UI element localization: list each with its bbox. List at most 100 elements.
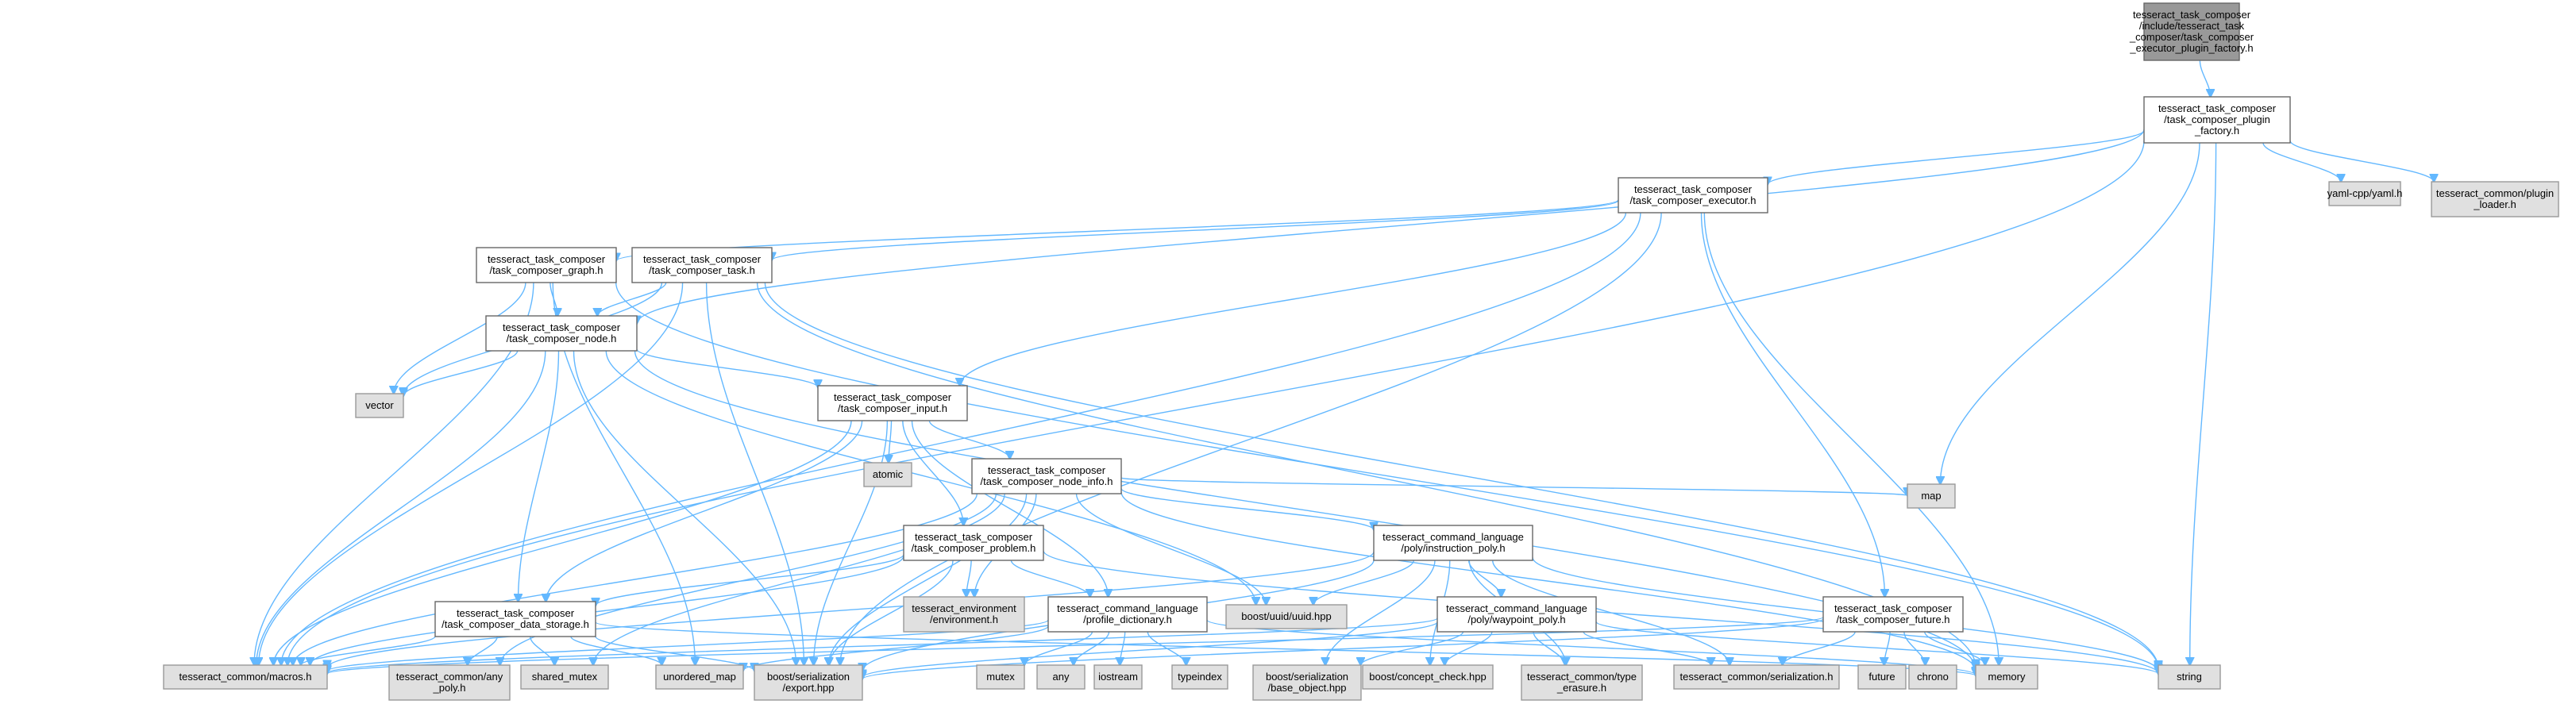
edge-task_h-to-macros	[259, 282, 684, 665]
node-waypoint_poly[interactable]: tesseract_command_language/poly/waypoint…	[1436, 596, 1597, 633]
edge-problem_h-to-data_storage	[596, 553, 904, 606]
node-box-serialization	[1673, 664, 1840, 690]
node-map: map	[1907, 483, 1956, 509]
node-task_h[interactable]: tesseract_task_composer/task_composer_ta…	[631, 247, 773, 283]
edge-plugin_factory-to-string	[2190, 142, 2217, 665]
edge-executor-to-memory	[1703, 212, 1999, 665]
edge-input_h-to-node_info	[928, 420, 1009, 459]
dependency-edges	[254, 60, 2434, 679]
edge-node_h-to-input_h	[636, 348, 818, 387]
edge-plugin_factory-to-yaml	[2262, 142, 2341, 182]
node-label-base_object-line-0: boost/serialization	[1266, 671, 1348, 683]
edge-data_storage-to-macros	[301, 636, 436, 665]
node-memory: memory	[1975, 664, 2038, 690]
node-box-any	[1036, 664, 1086, 690]
node-typeindex: typeindex	[1171, 664, 1228, 690]
node-problem_h[interactable]: tesseract_task_composer/task_composer_pr…	[903, 525, 1044, 561]
node-box-profile_dict	[1047, 596, 1208, 633]
node-box-plugin_loader	[2431, 181, 2559, 217]
node-label-plugin_loader-line-1: _loader.h	[2473, 198, 2516, 210]
edge-root-to-plugin_factory	[2199, 60, 2210, 97]
node-vector: vector	[355, 393, 404, 418]
node-executor[interactable]: tesseract_task_composer/task_composer_ex…	[1618, 177, 1768, 214]
node-box-chrono	[1908, 664, 1957, 690]
node-yaml: yaml-cpp/yaml.h	[2327, 181, 2403, 206]
edge-profile_dict-to-any	[1074, 631, 1110, 665]
node-label-export-line-1: /export.hpp	[782, 682, 834, 694]
node-box-graph_h	[476, 247, 617, 283]
node-label-task_h-line-1: /task_composer_task.h	[649, 264, 755, 276]
node-future_h[interactable]: tesseract_task_composer/task_composer_fu…	[1822, 596, 1964, 633]
edge-instruction_poly-to-macros	[327, 551, 1375, 668]
edge-input_h-to-profile_dict	[911, 420, 1109, 597]
node-label-graph_h-line-1: /task_composer_graph.h	[489, 264, 603, 276]
node-label-profile_dict-line-1: /profile_dictionary.h	[1083, 614, 1172, 625]
node-box-instruction_poly	[1373, 525, 1533, 561]
node-label-input_h-line-1: /task_composer_input.h	[838, 402, 947, 414]
edge-node_info-to-export	[828, 493, 1028, 665]
node-label-export-line-0: boost/serialization	[767, 671, 850, 683]
edge-node_info-to-any_poly	[500, 493, 997, 665]
node-node_h[interactable]: tesseract_task_composer/task_composer_no…	[485, 315, 638, 352]
edge-waypoint_poly-to-macros	[327, 617, 1438, 673]
edge-input_h-to-macros	[273, 420, 852, 665]
node-instruction_poly[interactable]: tesseract_command_language/poly/instruct…	[1373, 525, 1533, 561]
node-label-environment-line-1: /environment.h	[930, 614, 998, 625]
node-label-atomic-line-0: atomic	[873, 468, 904, 480]
edge-executor-to-input_h	[960, 212, 1627, 386]
node-label-chrono-line-0: chrono	[1917, 671, 1949, 683]
node-box-typeindex	[1171, 664, 1228, 690]
node-unordered_map: unordered_map	[655, 664, 744, 690]
edge-input_h-to-problem_h	[902, 420, 964, 525]
node-label-root-line-3: _executor_plugin_factory.h	[2129, 42, 2253, 54]
node-box-data_storage	[434, 601, 596, 637]
edge-plugin_factory-to-macros	[287, 140, 2145, 665]
node-label-base_object-line-1: /base_object.hpp	[1267, 682, 1346, 694]
node-label-type_erasure-line-1: _erasure.h	[1556, 682, 1606, 694]
edge-instruction_poly-to-uuid	[1313, 560, 1414, 605]
node-label-any-line-0: any	[1053, 671, 1070, 683]
node-label-yaml-line-0: yaml-cpp/yaml.h	[2327, 187, 2403, 199]
edge-instruction_poly-to-waypoint_poly	[1467, 560, 1502, 597]
node-label-iostream-line-0: iostream	[1098, 671, 1138, 683]
node-box-problem_h	[903, 525, 1044, 561]
edge-task_h-to-export	[705, 282, 804, 665]
edge-task_h-to-node_h	[597, 282, 667, 316]
edge-waypoint_poly-to-string	[1595, 621, 2158, 674]
node-label-uuid-line-0: boost/uuid/uuid.hpp	[1241, 610, 1331, 622]
edge-task_h-to-string	[764, 282, 2158, 668]
node-label-data_storage-line-0: tesseract_task_composer	[457, 607, 575, 619]
node-label-node_h-line-1: /task_composer_node.h	[507, 333, 617, 344]
node-box-environment	[903, 596, 1025, 633]
node-label-map-line-0: map	[1921, 490, 1941, 502]
node-graph_h[interactable]: tesseract_task_composer/task_composer_gr…	[476, 247, 617, 283]
edge-instruction_poly-to-serialization	[1492, 560, 1730, 665]
node-root[interactable]: tesseract_task_composer/include/tesserac…	[2129, 2, 2254, 61]
edge-future_h-to-future	[1884, 631, 1891, 665]
node-profile_dict[interactable]: tesseract_command_language/profile_dicti…	[1047, 596, 1208, 633]
edge-input_h-to-atomic	[889, 420, 892, 463]
node-plugin_factory[interactable]: tesseract_task_composer/task_composer_pl…	[2143, 96, 2291, 144]
node-input_h[interactable]: tesseract_task_composer/task_composer_in…	[817, 385, 968, 421]
edge-data_storage-to-unordered_map	[570, 636, 661, 665]
node-label-plugin_factory-line-0: tesseract_task_composer	[2158, 102, 2277, 114]
edge-graph_h-to-vector	[394, 282, 526, 394]
node-string: string	[2158, 664, 2221, 690]
node-label-waypoint_poly-line-1: /poly/waypoint_poly.h	[1467, 614, 1565, 625]
node-label-any_poly-line-0: tesseract_common/any	[396, 671, 503, 683]
node-label-problem_h-line-0: tesseract_task_composer	[915, 531, 1033, 543]
node-node_info[interactable]: tesseract_task_composer/task_composer_no…	[971, 458, 1122, 494]
node-label-executor-line-0: tesseract_task_composer	[1634, 183, 1753, 195]
node-label-unordered_map-line-0: unordered_map	[663, 671, 736, 683]
node-box-any_poly	[388, 664, 511, 701]
node-label-concept_check-line-0: boost/concept_check.hpp	[1369, 671, 1486, 683]
edge-executor-to-task_h	[772, 199, 1619, 260]
edge-executor-to-export	[840, 212, 1662, 665]
node-box-concept_check	[1362, 664, 1494, 690]
node-box-macros	[163, 664, 328, 690]
edge-executor-to-macros	[281, 212, 1641, 665]
node-box-future	[1857, 664, 1907, 690]
node-data_storage[interactable]: tesseract_task_composer/task_composer_da…	[434, 601, 596, 637]
node-label-future-line-0: future	[1868, 671, 1895, 683]
node-box-yaml	[2328, 181, 2401, 206]
